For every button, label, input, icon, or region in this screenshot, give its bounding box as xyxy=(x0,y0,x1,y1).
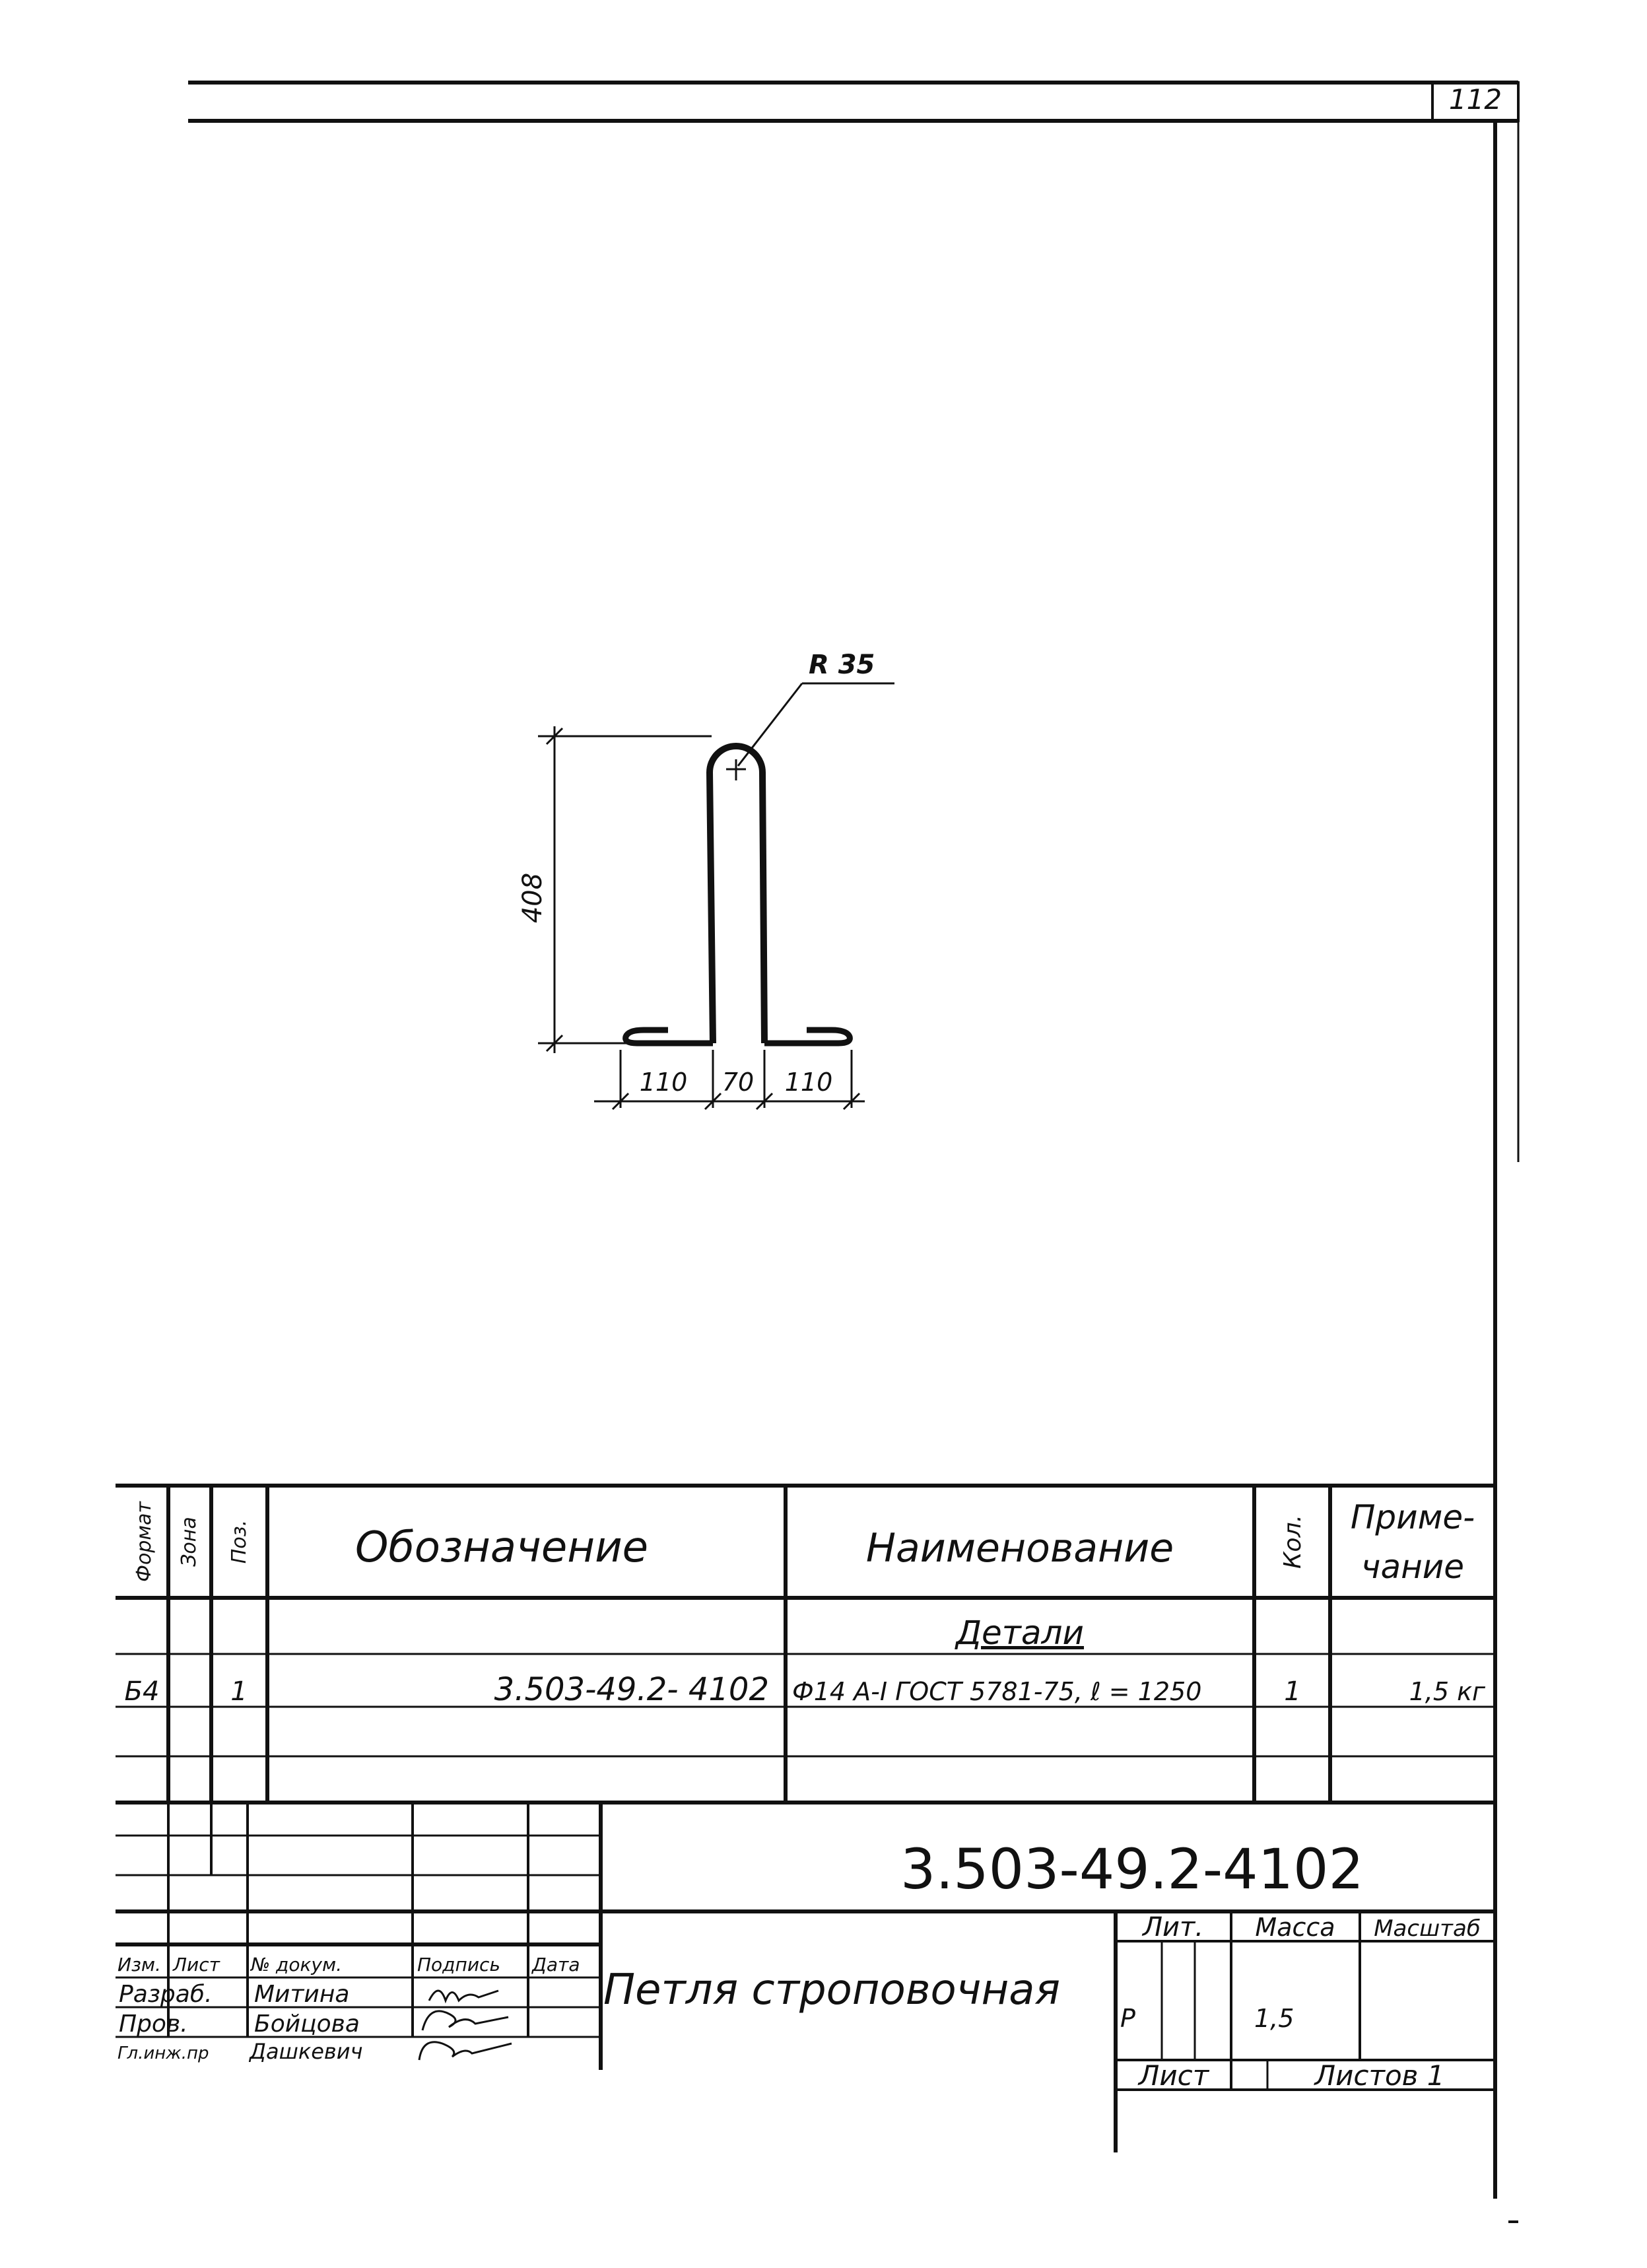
loop-left-foot xyxy=(622,1027,713,1047)
label-izm: Изм. xyxy=(118,1954,161,1976)
label-mass: Масса xyxy=(1255,1913,1335,1942)
header-name: Наименование xyxy=(866,1525,1174,1571)
label-lit: Лит. xyxy=(1141,1912,1203,1942)
header-designation: Обозначение xyxy=(355,1523,648,1572)
loop-right-foot xyxy=(764,1027,853,1047)
label-doc-no: № докум. xyxy=(250,1954,342,1976)
signatures xyxy=(418,1989,512,2061)
sheet-frame xyxy=(188,81,1520,2223)
role-checker: Пров. xyxy=(119,2010,188,2038)
loop-drawing xyxy=(538,682,894,1111)
row-pos: 1 xyxy=(230,1676,247,1707)
row-name: Ф14 А-I ГОСТ 5781-75, ℓ = 1250 xyxy=(792,1677,1201,1706)
header-note-2: чание xyxy=(1361,1548,1464,1586)
spec-table xyxy=(116,1484,1495,1804)
loop-outline xyxy=(706,743,768,1044)
row-qty: 1 xyxy=(1284,1676,1300,1707)
lit-value: Р xyxy=(1120,2004,1135,2033)
header-zone: Зона xyxy=(178,1517,201,1567)
row-note: 1,5 кг xyxy=(1409,1677,1486,1706)
label-signature: Подпись xyxy=(417,1954,500,1976)
mass-value: 1,5 xyxy=(1254,2004,1294,2033)
doc-title: Петля строповочная xyxy=(603,1966,1060,2014)
row-designation: 3.503-49.2- 4102 xyxy=(494,1671,769,1708)
label-list: Лист xyxy=(172,1954,220,1976)
label-scale: Масштаб xyxy=(1374,1915,1481,1942)
dim-right: 110 xyxy=(785,1068,833,1097)
header-note-1: Приме- xyxy=(1351,1498,1475,1536)
row-format: Б4 xyxy=(125,1676,160,1707)
header-pos: Поз. xyxy=(228,1520,251,1564)
dim-left: 110 xyxy=(640,1068,688,1097)
name-checker: Бойцова xyxy=(254,2010,360,2038)
label-date: Дата xyxy=(531,1954,580,1976)
header-qty: Кол. xyxy=(1279,1515,1306,1569)
role-chief-engineer: Гл.инж.пр xyxy=(118,2044,209,2063)
radius-label: R 35 xyxy=(809,650,875,680)
name-chief-engineer: Дашкевич xyxy=(248,2039,362,2064)
header-format: Формат xyxy=(133,1501,156,1582)
label-sheets: Листов 1 xyxy=(1314,2059,1445,2092)
section-title: Детали xyxy=(955,1614,1084,1652)
height-label: 408 xyxy=(518,873,548,923)
title-block xyxy=(116,1803,1495,2152)
dim-center: 70 xyxy=(722,1068,754,1097)
sheet-number: 112 xyxy=(1449,83,1502,116)
role-developer: Разраб. xyxy=(119,1981,212,2008)
name-developer: Митина xyxy=(254,1981,349,2008)
label-sheet: Лист xyxy=(1137,2059,1210,2092)
doc-code: 3.503-49.2-4102 xyxy=(900,1837,1364,1902)
